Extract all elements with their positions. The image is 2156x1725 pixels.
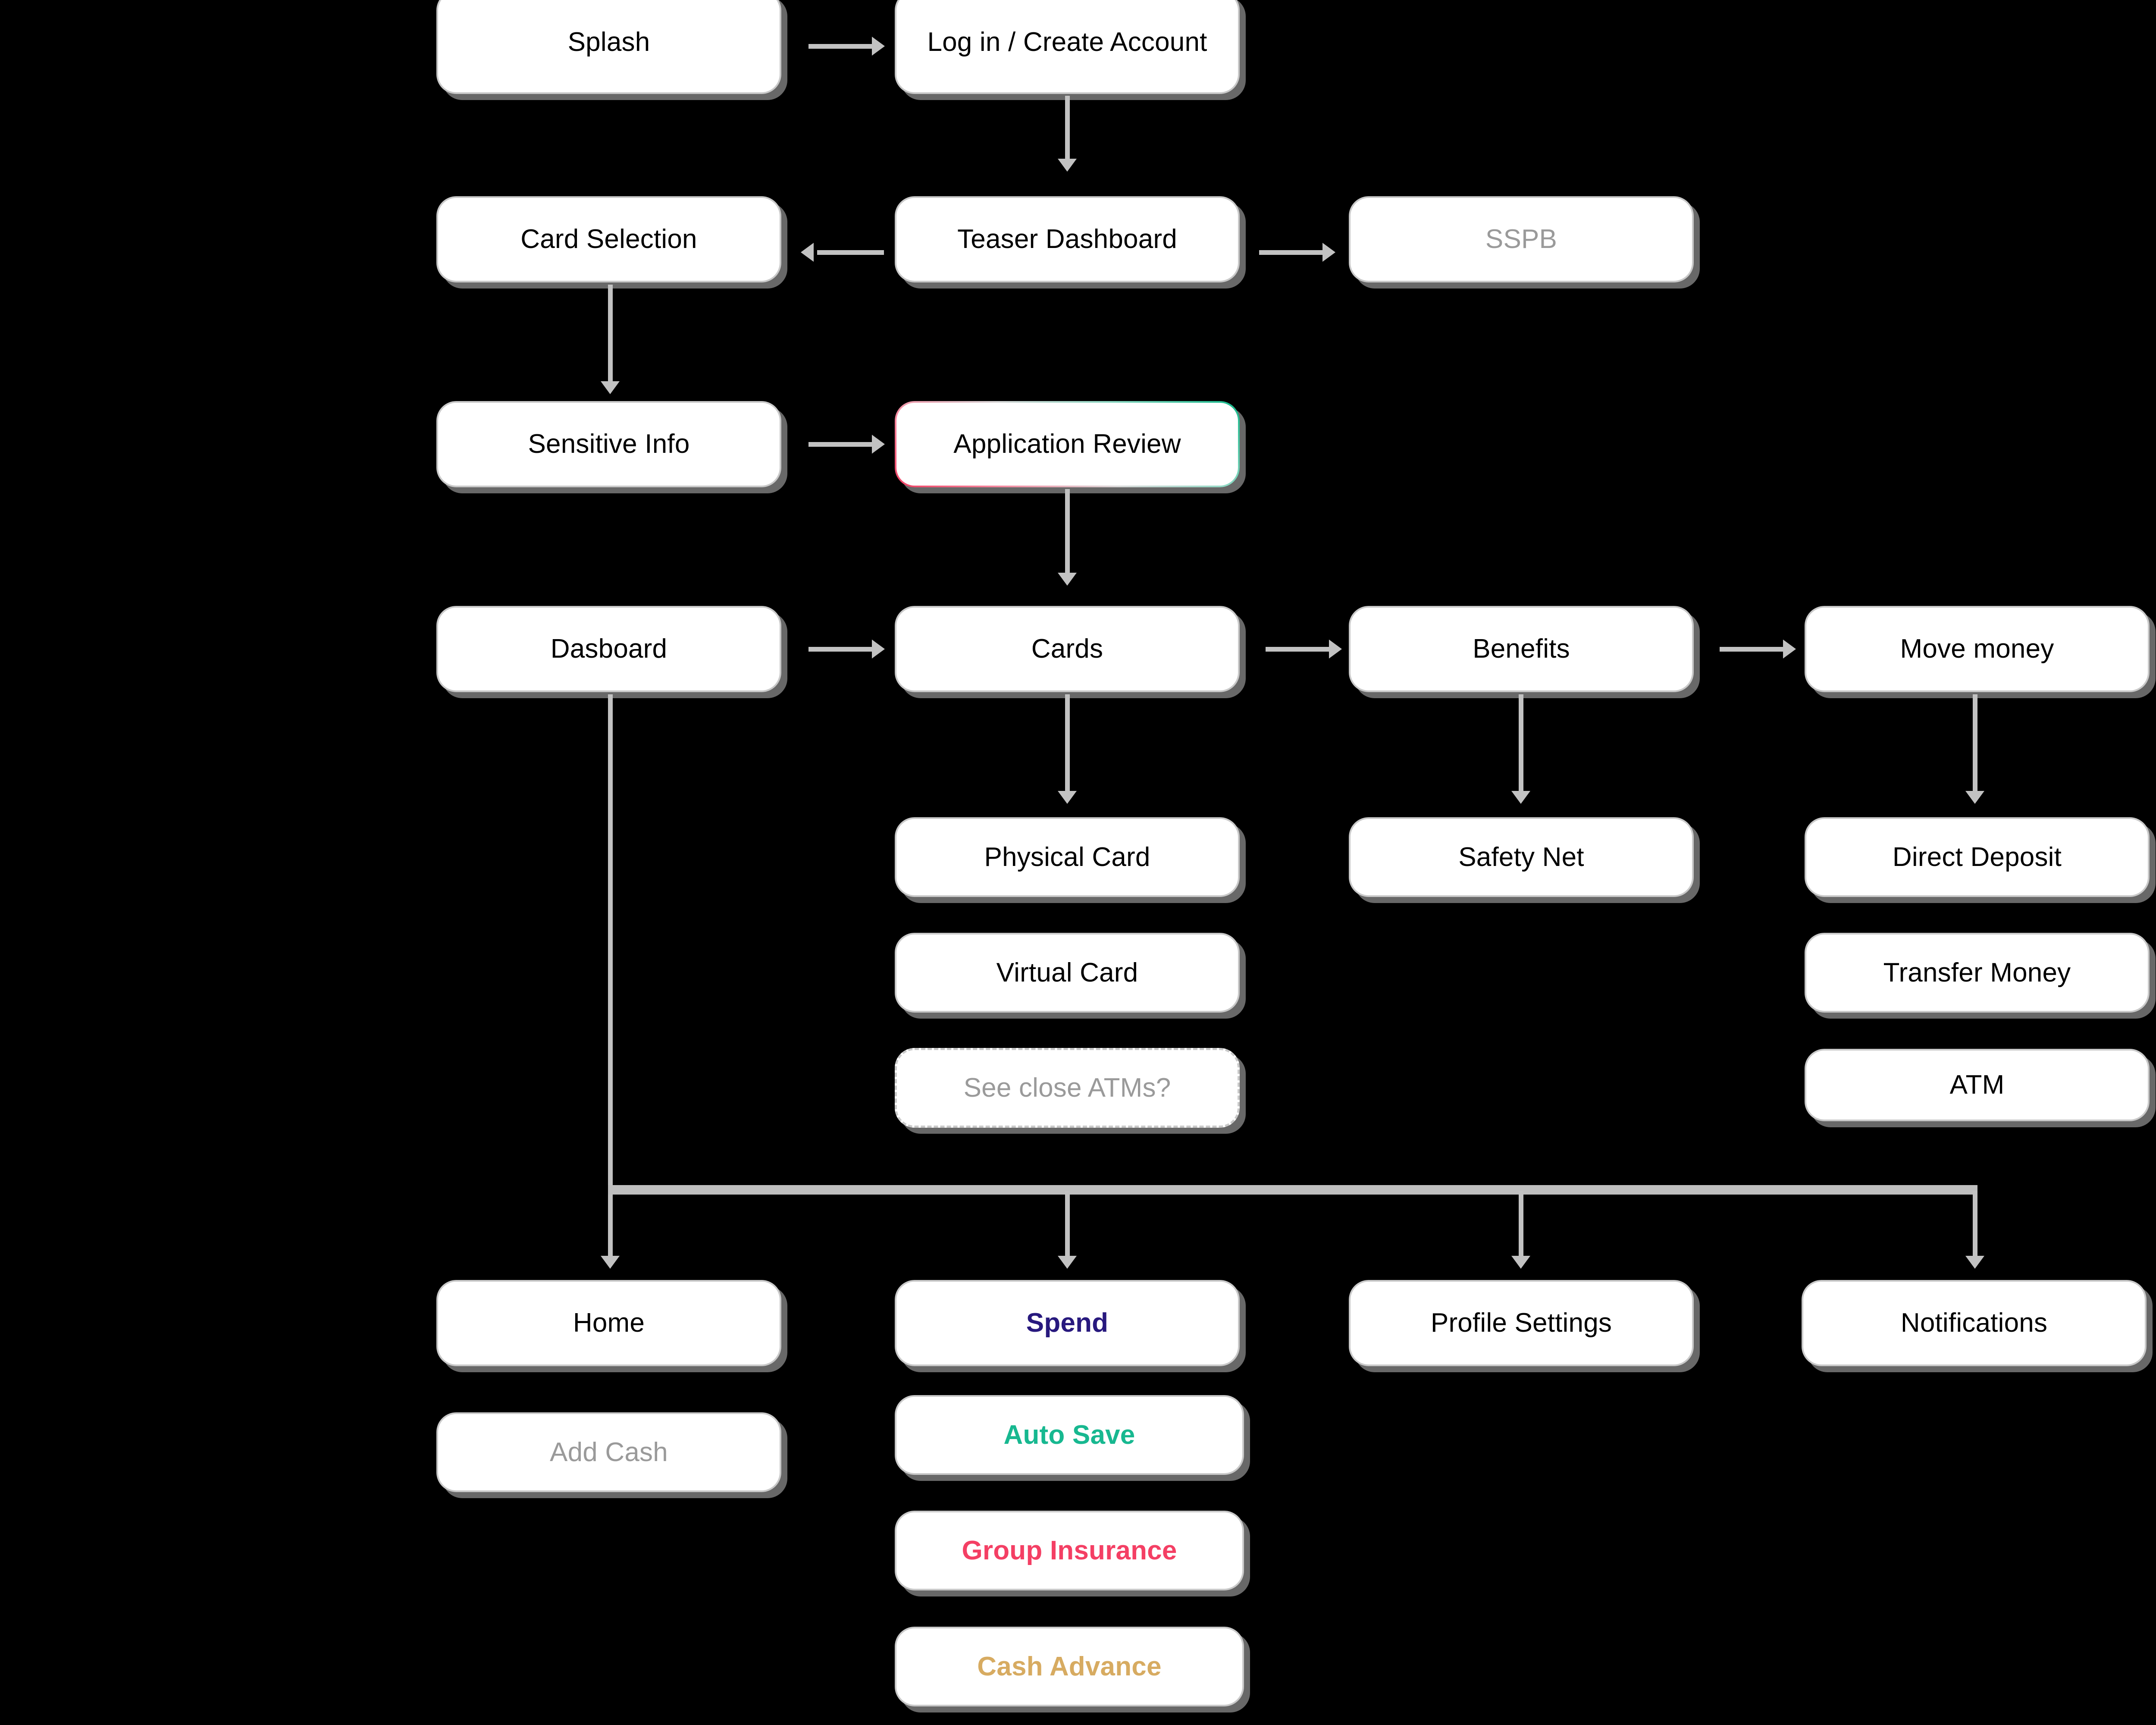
node-sspb-label: SSPB [1485, 224, 1557, 254]
node-move-money-label: Move money [1900, 634, 2054, 664]
edge-login-to-teaser [1065, 96, 1070, 161]
node-application-review-label: Application Review [953, 429, 1181, 459]
edge-bus-to-profile-settings [1519, 1191, 1523, 1258]
node-add-cash-label: Add Cash [550, 1437, 668, 1467]
distribution-bus [608, 1185, 1977, 1195]
arrowhead-move-money-to-direct-deposit [1965, 791, 1984, 804]
node-profile-settings-label: Profile Settings [1430, 1308, 1612, 1338]
edge-teaser-to-card-selection [817, 250, 884, 255]
node-login-label: Log in / Create Account [927, 27, 1207, 57]
edge-benefits-to-move-money [1720, 647, 1786, 652]
edge-cards-to-benefits [1266, 647, 1332, 652]
node-safety-net-label: Safety Net [1458, 842, 1584, 872]
node-dasboard-label: Dasboard [550, 634, 667, 664]
node-application-review[interactable]: Application Review [895, 401, 1240, 487]
arrowhead-cards-to-benefits [1329, 640, 1342, 659]
edge-teaser-to-sspb [1259, 250, 1326, 255]
node-profile-settings[interactable]: Profile Settings [1349, 1280, 1694, 1366]
node-card-selection[interactable]: Card Selection [436, 196, 781, 282]
node-teaser-dashboard[interactable]: Teaser Dashboard [895, 196, 1240, 282]
node-virtual-card[interactable]: Virtual Card [895, 933, 1240, 1013]
arrowhead-teaser-to-sspb [1322, 243, 1335, 262]
node-group-insurance-label: Group Insurance [962, 1535, 1177, 1565]
arrowhead-bus-to-profile-settings [1511, 1256, 1530, 1269]
node-see-close-atms[interactable]: See close ATMs? [895, 1048, 1240, 1128]
arrowhead-dasboard-to-cards [872, 640, 885, 659]
arrowhead-teaser-to-card-selection [801, 243, 814, 262]
arrowhead-splash-to-login [872, 37, 885, 56]
node-transfer-money-label: Transfer Money [1883, 957, 2071, 988]
node-sensitive-info[interactable]: Sensitive Info [436, 401, 781, 487]
node-teaser-dashboard-label: Teaser Dashboard [957, 224, 1177, 254]
node-virtual-card-label: Virtual Card [996, 957, 1138, 988]
node-cash-advance-label: Cash Advance [977, 1651, 1162, 1681]
arrowhead-bus-to-spend [1058, 1256, 1077, 1269]
edge-bus-to-notifications [1973, 1191, 1977, 1258]
node-login[interactable]: Log in / Create Account [895, 0, 1240, 94]
node-splash-label: Splash [567, 27, 650, 57]
node-notifications-label: Notifications [1900, 1308, 2048, 1338]
node-home[interactable]: Home [436, 1280, 781, 1366]
node-add-cash[interactable]: Add Cash [436, 1412, 781, 1492]
node-move-money[interactable]: Move money [1805, 606, 2150, 692]
arrowhead-cards-to-physical-card [1058, 791, 1077, 804]
node-benefits[interactable]: Benefits [1349, 606, 1694, 692]
node-cards-label: Cards [1031, 634, 1103, 664]
node-physical-card-label: Physical Card [984, 842, 1150, 872]
arrowhead-login-to-teaser [1058, 159, 1077, 172]
arrowhead-bus-to-notifications [1965, 1256, 1984, 1269]
edge-move-money-to-direct-deposit [1973, 694, 1977, 794]
node-card-selection-label: Card Selection [520, 224, 697, 254]
arrowhead-dasboard-to-home [601, 1256, 620, 1269]
arrowhead-benefits-to-move-money [1783, 640, 1796, 659]
edge-splash-to-login [808, 44, 875, 49]
node-dasboard[interactable]: Dasboard [436, 606, 781, 692]
arrowhead-sensitive-to-application-review [872, 435, 885, 454]
edge-dasboard-to-cards [808, 647, 875, 652]
node-auto-save[interactable]: Auto Save [895, 1395, 1244, 1475]
edge-dasboard-trunk [608, 694, 613, 1258]
arrowhead-card-selection-to-sensitive [601, 381, 620, 394]
edge-card-selection-to-sensitive [608, 285, 613, 385]
node-safety-net[interactable]: Safety Net [1349, 817, 1694, 897]
arrowhead-application-review-to-cards [1058, 573, 1077, 586]
node-spend-label: Spend [1026, 1308, 1109, 1338]
edge-bus-to-spend [1065, 1191, 1070, 1258]
node-cash-advance[interactable]: Cash Advance [895, 1627, 1244, 1706]
node-atm[interactable]: ATM [1805, 1049, 2150, 1121]
node-sensitive-info-label: Sensitive Info [528, 429, 690, 459]
node-transfer-money[interactable]: Transfer Money [1805, 933, 2150, 1013]
edge-benefits-to-safety-net [1519, 694, 1523, 794]
node-physical-card[interactable]: Physical Card [895, 817, 1240, 897]
node-direct-deposit-label: Direct Deposit [1892, 842, 2062, 872]
node-home-label: Home [573, 1308, 645, 1338]
node-notifications[interactable]: Notifications [1802, 1280, 2147, 1366]
edge-sensitive-to-application-review [808, 442, 875, 447]
node-group-insurance[interactable]: Group Insurance [895, 1511, 1244, 1590]
node-spend[interactable]: Spend [895, 1280, 1240, 1366]
node-cards[interactable]: Cards [895, 606, 1240, 692]
edge-application-review-to-cards [1065, 489, 1070, 575]
arrowhead-benefits-to-safety-net [1511, 791, 1530, 804]
node-direct-deposit[interactable]: Direct Deposit [1805, 817, 2150, 897]
node-auto-save-label: Auto Save [1003, 1420, 1135, 1450]
node-sspb[interactable]: SSPB [1349, 196, 1694, 282]
node-benefits-label: Benefits [1473, 634, 1570, 664]
node-see-close-atms-label: See close ATMs? [963, 1073, 1171, 1103]
node-atm-label: ATM [1949, 1070, 2005, 1100]
node-splash[interactable]: Splash [436, 0, 781, 94]
edge-cards-to-physical-card [1065, 694, 1070, 794]
